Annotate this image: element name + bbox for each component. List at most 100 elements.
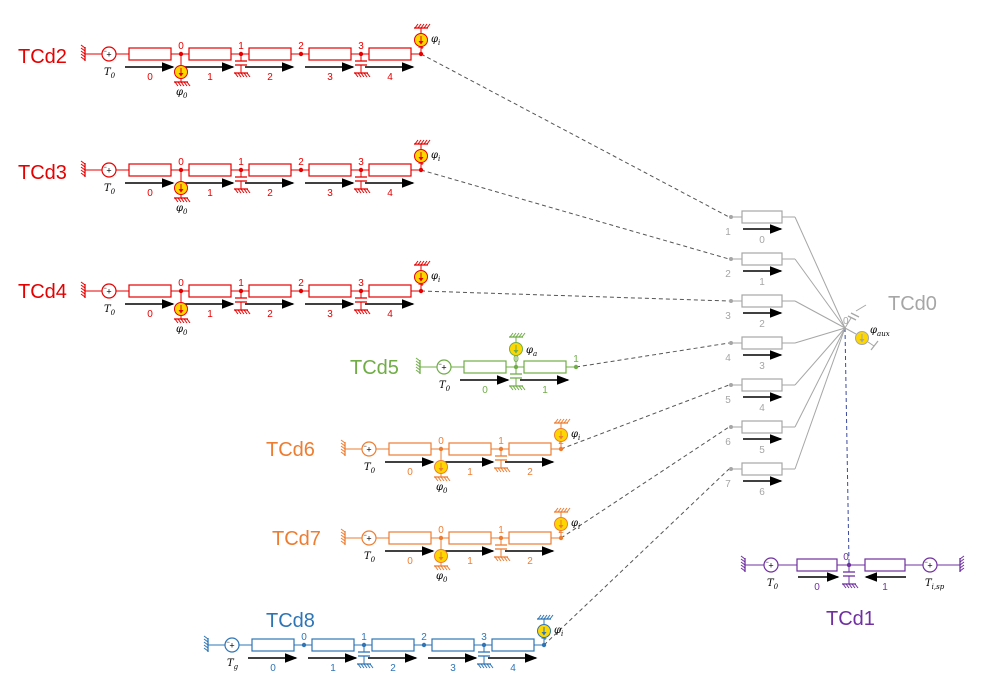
branch-0-resistor xyxy=(388,442,432,456)
branch-1-number: 1 xyxy=(207,309,213,320)
branch-1-number: 1 xyxy=(542,385,548,396)
hub-heat-wire xyxy=(844,327,857,335)
temperature-source-label: T0 xyxy=(104,183,116,196)
start-ground xyxy=(740,555,746,572)
svg-text:−: − xyxy=(226,640,230,646)
svg-text:−: − xyxy=(103,49,107,55)
node-1-number: 1 xyxy=(361,632,367,643)
chain-title: TCd7 xyxy=(272,528,321,550)
hub-branch-6: 76 xyxy=(725,327,846,498)
branch-2-resistor xyxy=(508,531,552,545)
chain-title: TCd3 xyxy=(18,162,67,184)
branch-3-number: 3 xyxy=(327,72,333,83)
heat-source-bottom-label-subscript: 0 xyxy=(183,92,188,100)
heat-source-bottom-label: φ0 xyxy=(176,324,188,337)
dashed-link-tcd2 xyxy=(420,53,730,218)
start-ground xyxy=(340,528,346,545)
branch-4-resistor xyxy=(368,284,412,298)
hub-spoke xyxy=(794,327,846,428)
hub-spoke xyxy=(794,327,846,344)
chain-title: TCd5 xyxy=(350,357,399,379)
heat-source-bottom-label-subscript: 0 xyxy=(443,487,448,495)
hub-resistor xyxy=(741,252,783,266)
node-2-number: 2 xyxy=(421,632,427,643)
capacitor-node-1-ground xyxy=(357,663,374,669)
branch-4-number: 4 xyxy=(387,72,393,83)
temperature-source-label-subscript: 0 xyxy=(774,583,779,591)
chain-title: TCd6 xyxy=(266,439,315,461)
temperature-source-label-symbol: T xyxy=(364,551,372,562)
capacitor-node-1-ground xyxy=(494,467,511,473)
temperature-source: +− xyxy=(361,530,377,546)
capacitor-node-0 xyxy=(842,565,859,589)
temperature-source-label-subscript: 0 xyxy=(371,467,376,475)
hub-branch-number: 0 xyxy=(759,235,765,246)
chain-tcd7: TCd7+−T0001122φ0φi xyxy=(272,507,580,584)
node-0-number: 0 xyxy=(178,278,184,289)
dashed-link-tcd4 xyxy=(420,290,730,302)
branch-0-resistor xyxy=(128,284,172,298)
hub-capacitor-wire xyxy=(855,304,867,312)
dashed-link-tcd3 xyxy=(420,169,730,260)
branch-2-resistor xyxy=(248,163,292,177)
capacitor-node-3-ground xyxy=(477,663,494,669)
hub-branch-3: 43 xyxy=(725,327,846,372)
heat-source-top-ground xyxy=(554,507,571,513)
start-ground xyxy=(80,160,86,177)
temperature-source-label-symbol: T xyxy=(767,578,775,589)
node-2-number: 2 xyxy=(298,157,304,168)
hub-port-number: 6 xyxy=(725,437,731,448)
branch-4-number: 4 xyxy=(387,309,393,320)
hub-branch-number: 2 xyxy=(759,319,765,330)
branch-2-resistor xyxy=(371,638,415,652)
branch-3-number: 3 xyxy=(327,188,333,199)
temperature-source: +− xyxy=(101,46,117,62)
branch-0-resistor xyxy=(128,163,172,177)
heat-source-bottom xyxy=(174,65,188,79)
branch-0-number: 0 xyxy=(482,385,488,396)
branch-1-number: 1 xyxy=(882,582,888,593)
heat-source-top-label-symbol: φ xyxy=(571,429,578,440)
branch-1-number: 1 xyxy=(207,72,213,83)
heat-source-bottom-label: φ0 xyxy=(176,203,188,216)
heat-source-bottom-label-symbol: φ xyxy=(176,203,183,214)
svg-text:+: + xyxy=(927,561,932,571)
node-1-number: 1 xyxy=(238,157,244,168)
hub-resistor xyxy=(741,210,783,224)
branch-1-resistor xyxy=(864,558,906,572)
temperature-source: +− xyxy=(436,359,452,375)
branch-0-number: 0 xyxy=(270,663,276,674)
hub-branch-number: 1 xyxy=(759,277,765,288)
svg-text:+: + xyxy=(441,363,446,373)
branch-1-resistor xyxy=(311,638,355,652)
temperature-source-label: T0 xyxy=(364,551,376,564)
branch-1-resistor xyxy=(448,531,492,545)
dashed-link-tcd7 xyxy=(560,426,730,539)
branch-3-number: 3 xyxy=(327,309,333,320)
end-ground xyxy=(959,555,965,572)
svg-text:+: + xyxy=(106,166,111,176)
capacitor-node-3 xyxy=(354,291,371,315)
capacitor-node-1 xyxy=(234,54,251,78)
heat-source-top xyxy=(554,428,568,442)
branch-0-resistor xyxy=(388,531,432,545)
temperature-source-label-symbol: T xyxy=(364,462,372,473)
heat-source-top-label-subscript: i xyxy=(438,155,440,163)
branch-1-number: 1 xyxy=(207,188,213,199)
node-1-number: 1 xyxy=(238,278,244,289)
svg-text:−: − xyxy=(103,286,107,292)
heat-source-bottom-label: φ0 xyxy=(176,87,188,100)
dashed-link-tcd8 xyxy=(543,468,730,646)
branch-0-number: 0 xyxy=(407,556,413,567)
hub-resistor xyxy=(741,294,783,308)
hub-branch-number: 3 xyxy=(759,361,765,372)
heat-source-bottom-ground xyxy=(434,476,451,482)
branch-1-number: 1 xyxy=(467,556,473,567)
start-ground xyxy=(415,357,421,374)
heat-source-bottom-label-symbol: φ xyxy=(436,571,443,582)
node-2-number: 2 xyxy=(298,278,304,289)
heat-source-top xyxy=(414,33,428,47)
heat-source-top-ground xyxy=(509,332,526,338)
hub-branch-5: 65 xyxy=(725,327,846,456)
chain-title: TCd8 xyxy=(266,610,315,632)
